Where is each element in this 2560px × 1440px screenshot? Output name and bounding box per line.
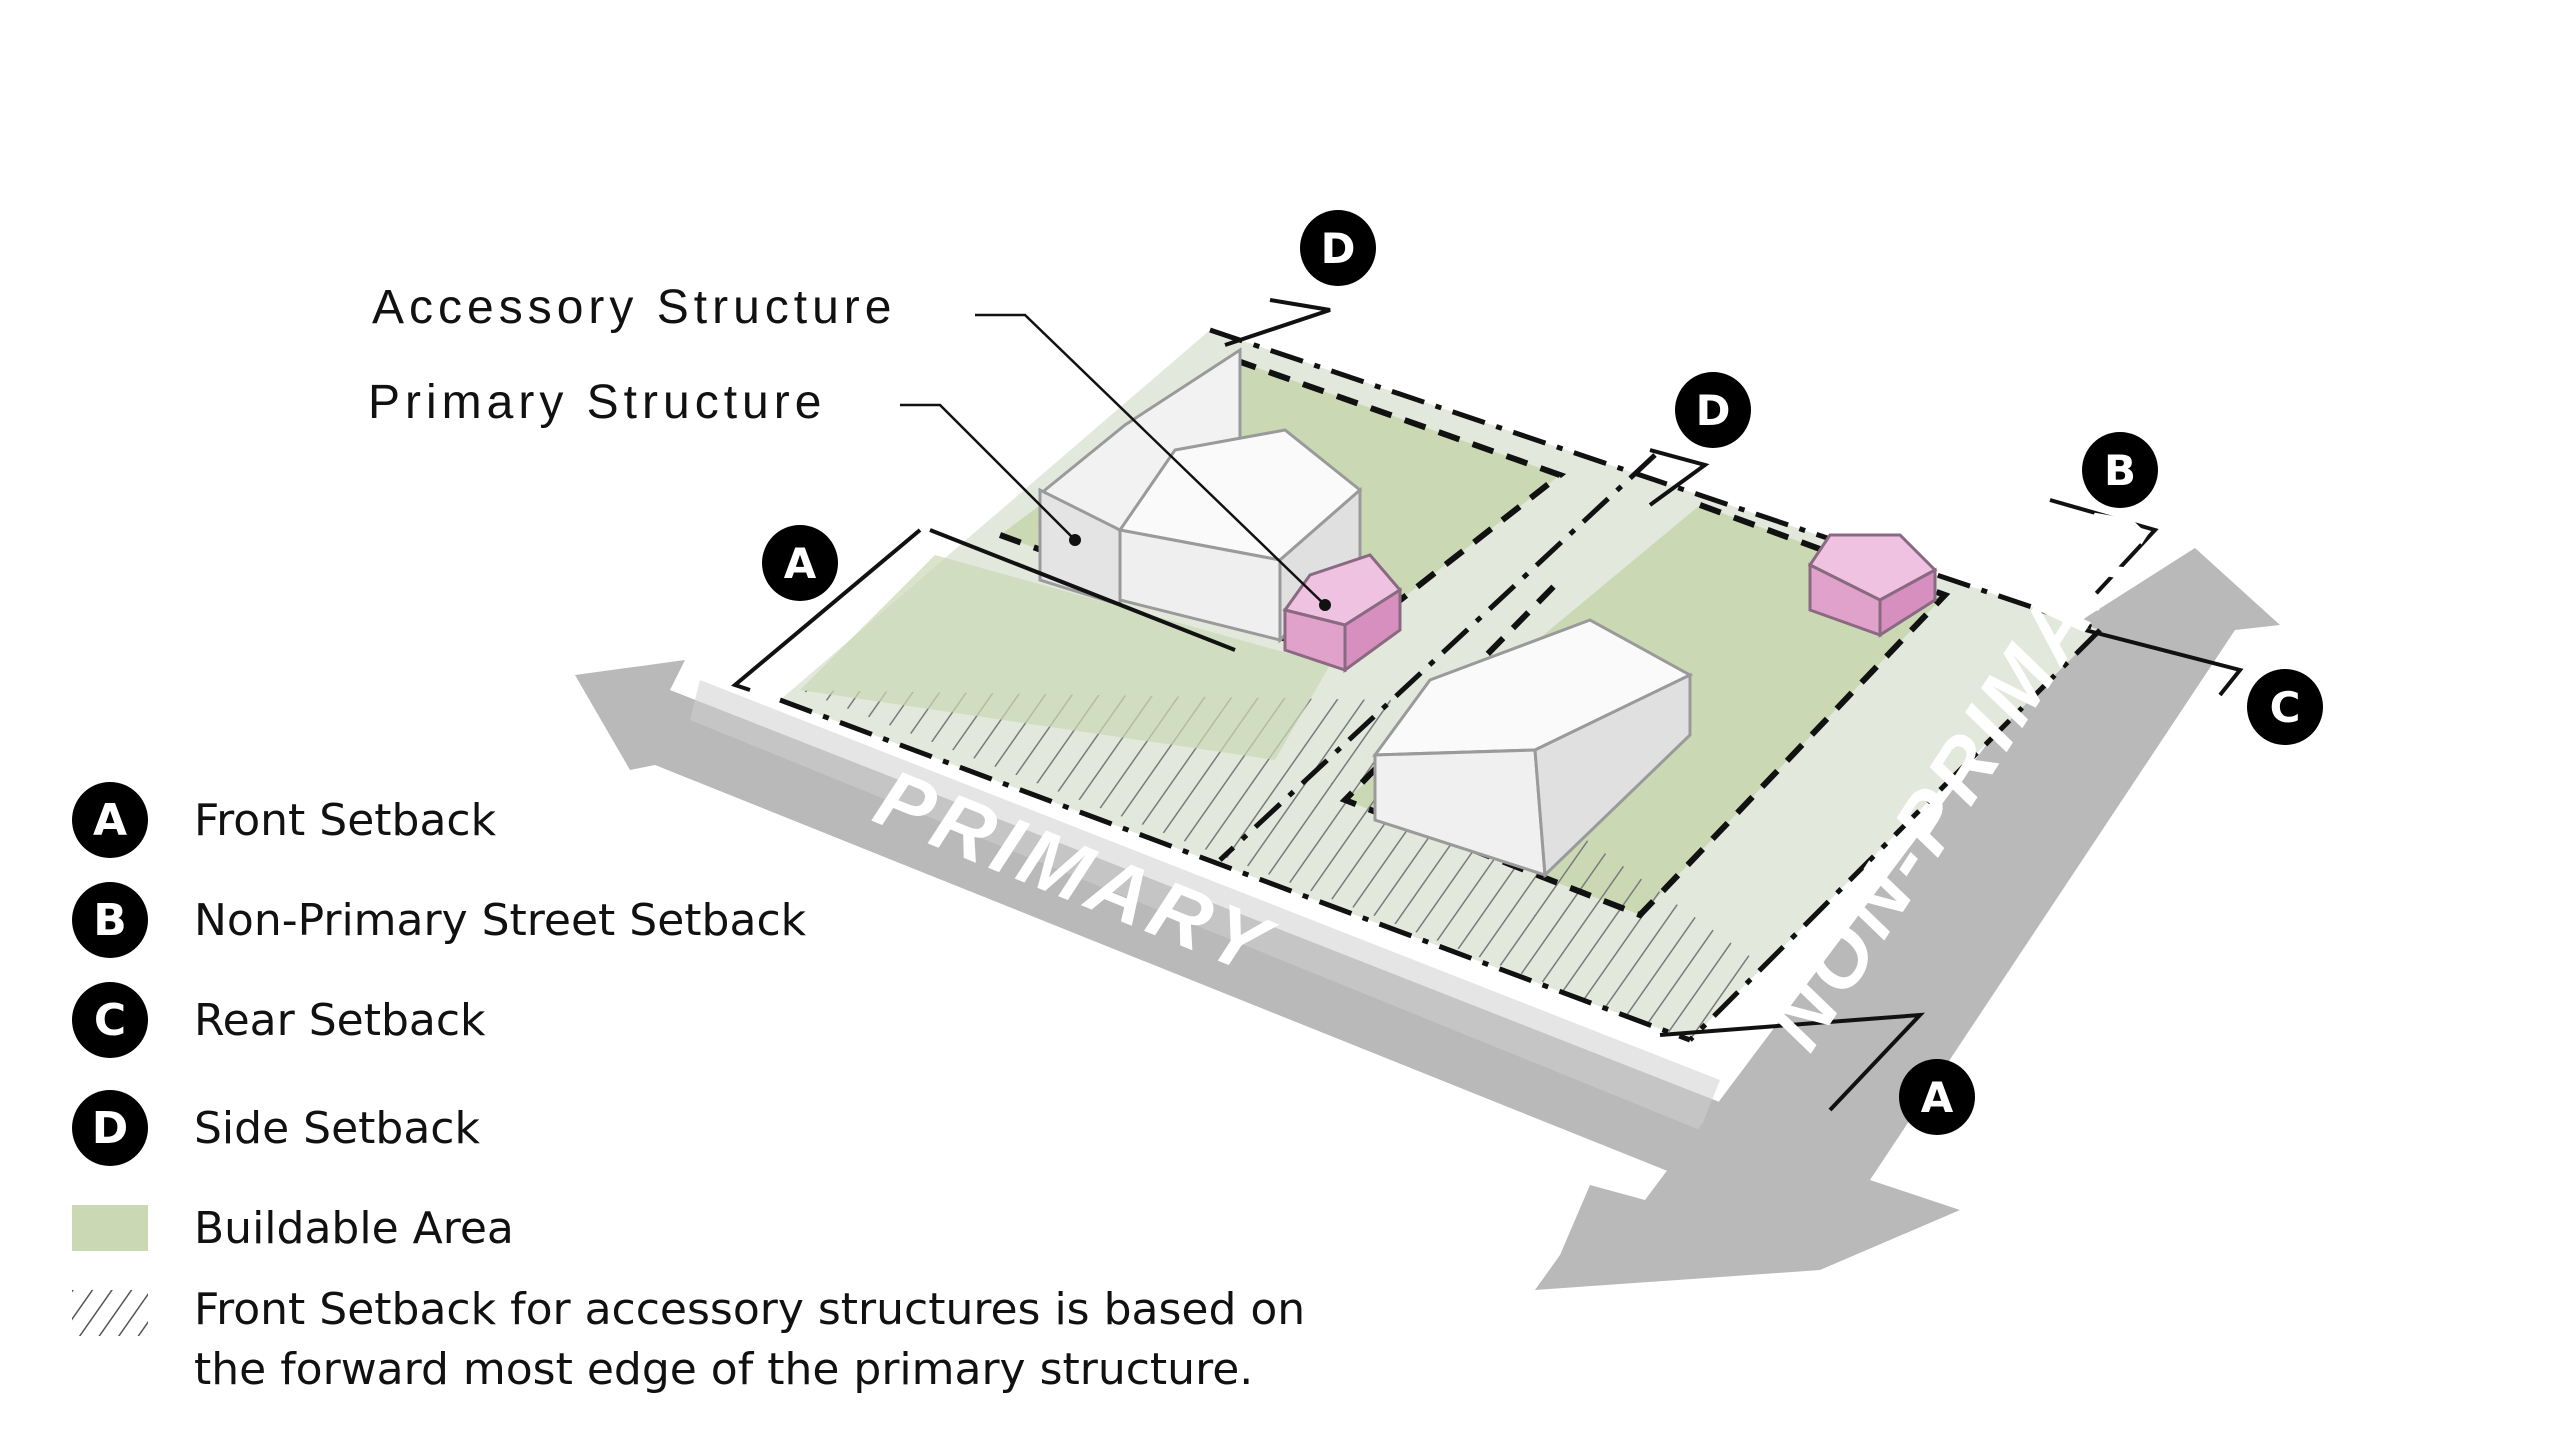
primary-street bbox=[575, 660, 1780, 1210]
primary-structure-right bbox=[1371, 618, 1694, 879]
svg-text:A: A bbox=[784, 539, 817, 588]
leader-dot-accessory bbox=[1319, 599, 1331, 611]
legend-badge-a: A bbox=[72, 782, 148, 858]
legend-label-buildable-area: Buildable Area bbox=[194, 1202, 514, 1254]
primary-structure-label: Primary Structure bbox=[368, 376, 827, 429]
dimension-lines bbox=[730, 298, 2244, 1112]
legend-note: Front Setback for accessory structures i… bbox=[194, 1280, 1305, 1400]
buildable-area-swatch bbox=[72, 1205, 148, 1251]
leader-dot-primary bbox=[1069, 534, 1081, 546]
svg-text:D: D bbox=[1321, 224, 1356, 273]
svg-text:A: A bbox=[1921, 1073, 1954, 1122]
marker-b: B bbox=[2082, 432, 2158, 508]
callout-leaders bbox=[900, 313, 1326, 606]
legend-item-side-setback: D Side Setback bbox=[72, 1088, 480, 1168]
marker-a-top: A bbox=[762, 525, 838, 601]
marker-d-left: D bbox=[1300, 210, 1376, 286]
legend-label-side-setback: Side Setback bbox=[194, 1102, 480, 1154]
accessory-structure-left bbox=[1282, 553, 1403, 673]
non-primary-street bbox=[1535, 548, 2280, 1290]
legend-badge-c: C bbox=[72, 982, 148, 1058]
marker-a-bottom: A bbox=[1899, 1059, 1975, 1135]
legend-note-line-2: the forward most edge of the primary str… bbox=[194, 1344, 1254, 1395]
accessory-structure-label: Accessory Structure bbox=[372, 281, 897, 334]
front-setback-hatch bbox=[800, 690, 1755, 1040]
svg-text:C: C bbox=[2270, 683, 2301, 732]
legend-label-non-primary-street-setback: Non-Primary Street Setback bbox=[194, 894, 807, 946]
legend-label-front-setback: Front Setback bbox=[194, 794, 497, 846]
svg-text:D: D bbox=[1696, 386, 1731, 435]
legend-badge-d: D bbox=[72, 1090, 148, 1166]
accessory-structure-right bbox=[1807, 533, 1938, 638]
legend-item-front-setback: A Front Setback bbox=[72, 780, 496, 860]
legend-item-buildable-area: Buildable Area bbox=[72, 1188, 514, 1268]
svg-text:B: B bbox=[2104, 446, 2136, 495]
legend-badge-b: B bbox=[72, 882, 148, 958]
hatch-swatch bbox=[72, 1290, 148, 1336]
legend-note-line-1: Front Setback for accessory structures i… bbox=[194, 1284, 1306, 1335]
legend-label-rear-setback: Rear Setback bbox=[194, 994, 486, 1046]
legend-item-rear-setback: C Rear Setback bbox=[72, 980, 486, 1060]
marker-d-right: D bbox=[1675, 372, 1751, 448]
primary-structure-left bbox=[1038, 347, 1363, 644]
marker-c: C bbox=[2247, 669, 2323, 745]
legend-item-non-primary-street-setback: B Non-Primary Street Setback bbox=[72, 880, 806, 960]
